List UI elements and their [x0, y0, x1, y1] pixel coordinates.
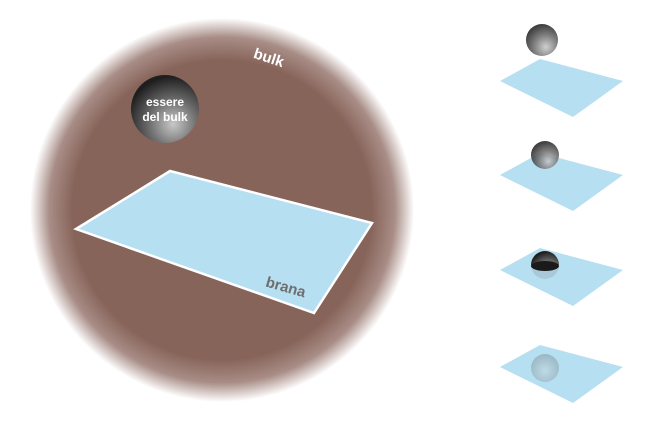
bulk-being-label-line2: del bulk [142, 110, 188, 124]
step-2-touching-brane [500, 141, 623, 211]
bulk-being-label-line1: essere [146, 95, 184, 109]
bulk-being-sphere: essere del bulk [131, 75, 199, 143]
sphere-upper-half [531, 251, 559, 265]
sphere [531, 141, 559, 169]
sphere [526, 24, 558, 56]
small-brane-plane [500, 248, 623, 306]
small-brane-plane [500, 345, 623, 403]
cross-section [531, 261, 559, 271]
ghost-sphere [531, 354, 559, 382]
small-brane-plane [500, 59, 623, 117]
step-3-crossing-brane [500, 248, 623, 306]
step-4-below-brane [500, 345, 623, 403]
brane-plane [73, 169, 374, 315]
step-1-above-brane [500, 24, 623, 117]
small-brane-plane [500, 153, 623, 211]
